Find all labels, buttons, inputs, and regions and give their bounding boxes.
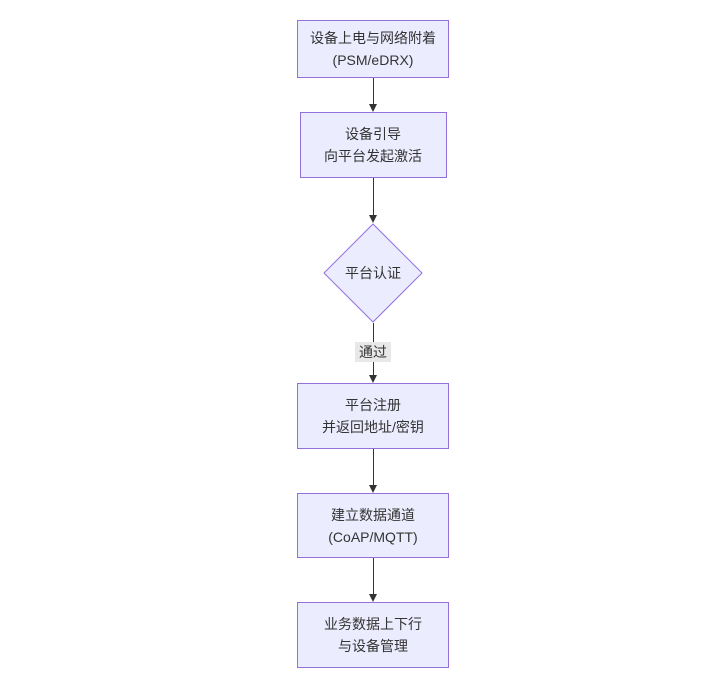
edge-channel-to-business (369, 558, 377, 602)
node-label-line: (PSM/eDRX) (332, 52, 414, 68)
node-label-line: 平台注册 (345, 397, 401, 413)
edge-line (372, 78, 374, 104)
node-label-line: 建立数据通道 (331, 506, 415, 523)
node-data-channel: 建立数据通道 (CoAP/MQTT) (297, 493, 449, 558)
edge-line (372, 449, 374, 485)
node-business-data: 业务数据上下行 与设备管理 (297, 602, 449, 668)
node-label-line: 平台认证 (345, 265, 401, 281)
edge-bootstrap-to-auth (369, 178, 377, 223)
diamond-shape (323, 223, 423, 323)
arrow-down-icon (369, 485, 377, 493)
node-label-line: 设备上电与网络附着 (310, 30, 436, 46)
arrow-down-icon (369, 375, 377, 383)
node-label-line: (CoAP/MQTT) (328, 528, 418, 545)
node-platform-auth-diamond: 平台认证 (323, 223, 423, 323)
node-device-bootstrap: 设备引导 向平台发起激活 (299, 112, 447, 178)
node-platform-register: 平台注册 并返回地址/密钥 (297, 383, 449, 449)
edge-label-pass: 通过 (355, 342, 391, 362)
node-label-line: 与设备管理 (338, 638, 408, 654)
edge-line (372, 558, 374, 594)
flowchart: 设备上电与网络附着 (PSM/eDRX) 设备引导 向平台发起激活 平台认证 (297, 20, 449, 668)
edge-power-to-bootstrap (369, 78, 377, 112)
node-label-line: 设备引导 (345, 126, 401, 142)
arrow-down-icon (369, 104, 377, 112)
edge-auth-to-register: 通过 (355, 323, 391, 383)
node-label-line: 向平台发起激活 (324, 148, 422, 164)
node-device-power-attach: 设备上电与网络附着 (PSM/eDRX) (297, 20, 449, 78)
edge-line (372, 178, 374, 215)
edge-register-to-channel (369, 449, 377, 493)
arrow-down-icon (369, 215, 377, 223)
node-label-line: 业务数据上下行 (324, 616, 422, 632)
node-label-line: 并返回地址/密钥 (322, 419, 424, 435)
arrow-down-icon (369, 594, 377, 602)
